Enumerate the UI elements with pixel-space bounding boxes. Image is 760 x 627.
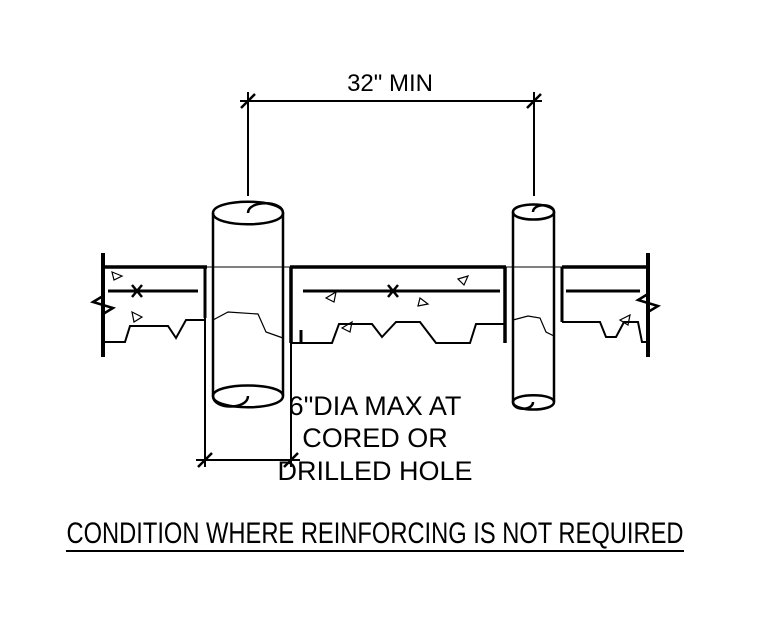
- note-line-3: DRILLED HOLE: [277, 456, 472, 486]
- dimension-hole-diameter: [196, 318, 300, 468]
- slab-segment-left: [103, 265, 207, 343]
- pipe-right: [511, 203, 556, 411]
- tick-left: [240, 93, 256, 109]
- dimension-32-min: [240, 92, 542, 196]
- left-wall-break: [89, 253, 117, 357]
- pipe-left: [211, 200, 285, 409]
- note-line-2: CORED OR: [302, 423, 448, 453]
- drawing-title: CONDITION WHERE REINFORCING IS NOT REQUI…: [67, 517, 684, 550]
- right-wall-break: [634, 253, 662, 357]
- slab-segment-right: [560, 265, 648, 343]
- dimension-label: 32" MIN: [347, 70, 433, 97]
- tick-right: [526, 93, 542, 109]
- note-line-1: 6"DIA MAX AT: [289, 391, 462, 421]
- slab-segment-center: [289, 265, 507, 344]
